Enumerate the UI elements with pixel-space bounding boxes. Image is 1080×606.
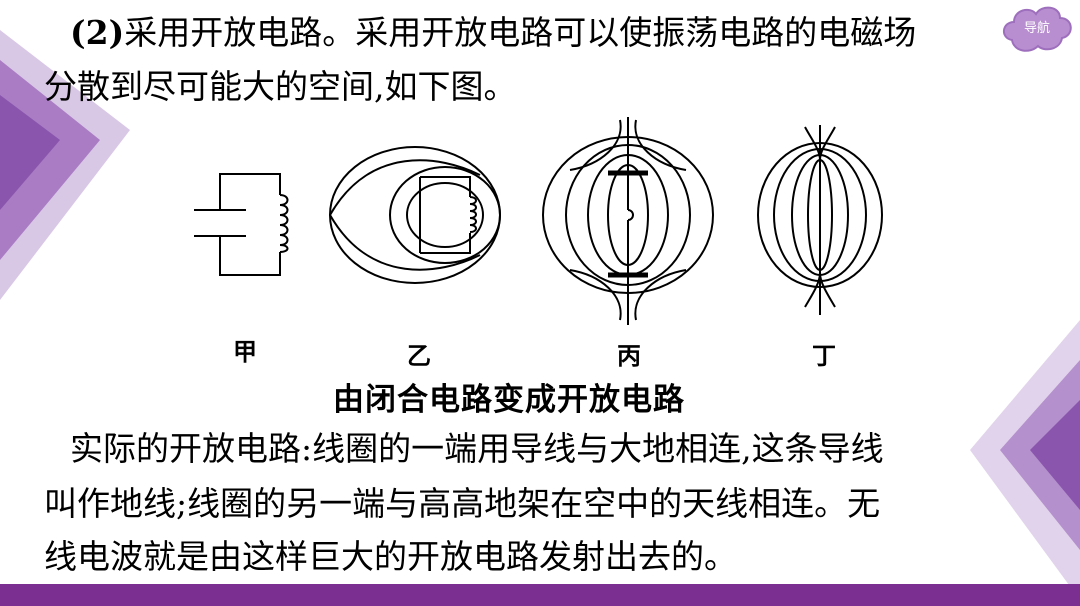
figure-bing-diagram <box>542 117 714 325</box>
left-decoration <box>0 30 130 300</box>
nav-label: 导航 <box>1023 21 1050 36</box>
figure-label-bing: 丙 <box>617 341 641 370</box>
nav-button[interactable]: 导航 <box>1000 2 1074 54</box>
figure-jia-diagram <box>194 173 289 276</box>
cloud-icon <box>1003 6 1072 52</box>
figure-ding-diagram <box>757 125 883 315</box>
figure-label-yi: 乙 <box>407 341 431 370</box>
figure-label-ding: 丁 <box>812 341 836 370</box>
figure-label-jia: 甲 <box>233 337 257 366</box>
paragraph-1-line-2: 分散到尽可能大的空间,如下图。 <box>44 67 517 106</box>
figure-yi-diagram <box>329 146 501 284</box>
paragraph-2-line-1: 实际的开放电路:线圈的一端用导线与大地相连,这条导线 <box>70 429 884 468</box>
paragraph-2-line-3: 线电波就是由这样巨大的开放电路发射出去的。 <box>44 537 737 576</box>
paragraph-2-line-2: 叫作地线;线圈的另一端与高高地架在空中的天线相连。无 <box>44 484 881 523</box>
figure-caption: 由闭合电路变成开放电路 <box>333 382 685 418</box>
right-decoration <box>970 320 1080 600</box>
paragraph-1-line-1: (2)采用开放电路。采用开放电路可以使振荡电路的电磁场 <box>70 13 917 52</box>
item-number: (2) <box>70 13 125 52</box>
circuit-figure <box>194 117 883 325</box>
bottom-bar <box>0 584 1080 606</box>
